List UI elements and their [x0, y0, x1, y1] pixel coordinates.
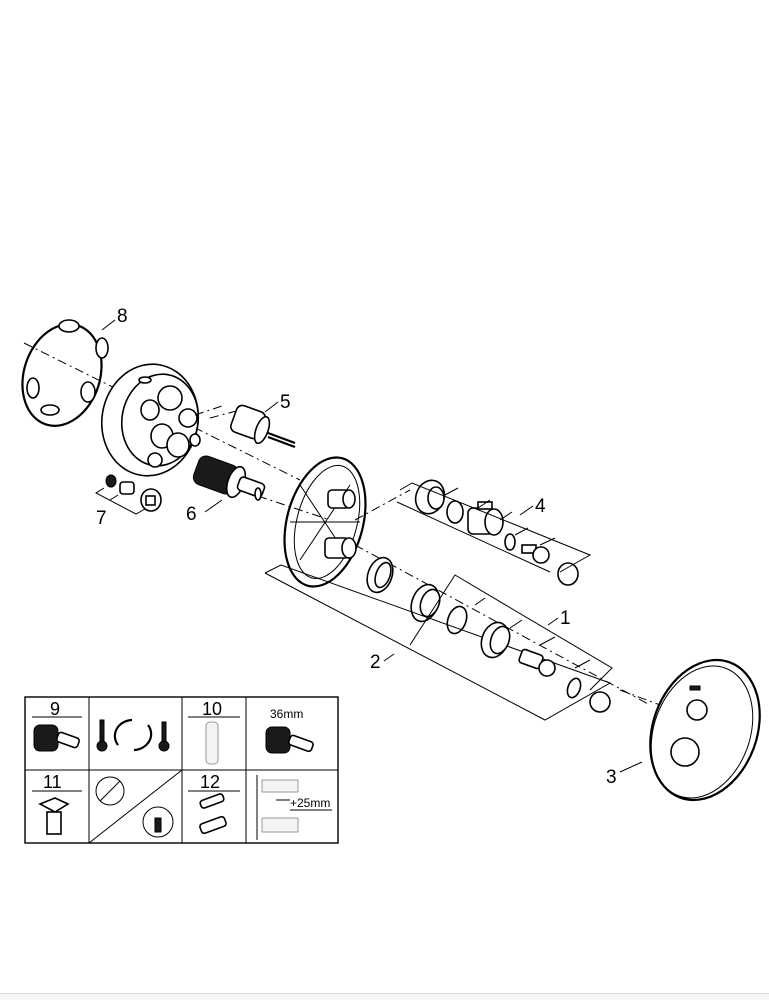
callout-1: 1 [560, 608, 571, 629]
cell-wall-extension: +25mm [256, 775, 332, 840]
part-4-assembly[interactable] [396, 476, 592, 586]
callout-7: 7 [96, 508, 107, 529]
svg-text:11: 11 [43, 772, 62, 792]
handle-orientation-icon [95, 776, 174, 838]
svg-text:12: 12 [200, 772, 220, 792]
cell-hot-cold-reversal [96, 718, 170, 752]
part-5-cartridge[interactable] [194, 404, 296, 449]
callout-4: 4 [535, 496, 546, 517]
extension-sleeve-icon [205, 721, 219, 765]
part-7-filter-set[interactable] [94, 474, 162, 515]
svg-text:+25mm: +25mm [290, 796, 330, 810]
thermostatic-cartridge-icon [33, 724, 59, 752]
valve-body[interactable] [93, 357, 207, 484]
svg-text:9: 9 [50, 699, 60, 719]
cell-11-adapter: 11 [32, 772, 82, 835]
accessory-table: 9 10 36mm [24, 696, 339, 844]
svg-text:10: 10 [202, 699, 222, 719]
callout-3: 3 [606, 767, 617, 788]
extension-screws-icon [199, 793, 227, 835]
cell-9-thermostatic-cartridge: 9 [32, 699, 82, 752]
callout-6: 6 [186, 504, 197, 525]
cell-10-extension-sleeve: 10 [188, 699, 240, 765]
adapter-icon [38, 797, 70, 835]
callout-2: 2 [370, 652, 381, 673]
wall-extension-icon [256, 775, 299, 840]
mounting-plate[interactable] [271, 448, 379, 595]
cell-handle-orientation [95, 776, 174, 838]
part-1-thermostat-assembly[interactable] [409, 574, 613, 713]
part-8-gasket[interactable] [10, 314, 114, 436]
hot-cold-reversal-icon [96, 718, 170, 752]
cell-36mm-cartridge: 36mm [265, 707, 314, 754]
svg-text:36mm: 36mm [270, 707, 303, 721]
part-6-thermostatic-cartridge[interactable] [191, 454, 266, 501]
part-2-extension-set[interactable] [264, 554, 612, 721]
cartridge-36mm-icon [265, 726, 291, 754]
part-3-escutcheon[interactable] [632, 645, 769, 816]
callout-5: 5 [280, 392, 291, 413]
callout-8: 8 [117, 306, 128, 327]
cell-12-extension-screws: 12 [188, 772, 240, 835]
bottom-scroll-edge [0, 993, 769, 1000]
